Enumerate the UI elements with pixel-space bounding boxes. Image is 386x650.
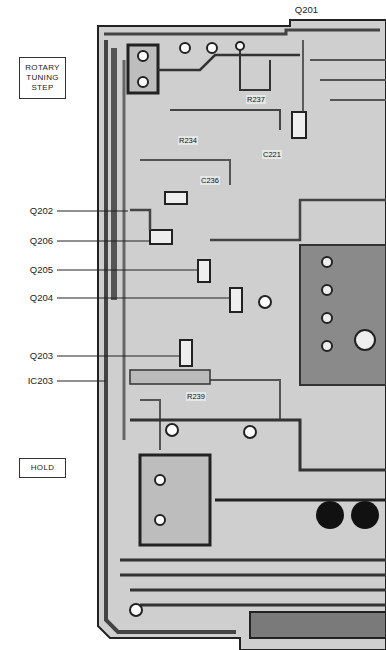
board-marking: R234: [178, 136, 198, 145]
part-reference: Q204: [10, 292, 53, 303]
board-marking: R239: [186, 392, 206, 401]
board-marking: C221: [262, 150, 282, 159]
part-reference: Q202: [10, 205, 53, 216]
part-reference: Q205: [10, 264, 53, 275]
part-reference: IC203: [10, 375, 53, 386]
panel-label: ROTARY TUNING STEP: [24, 63, 61, 93]
board-marking: C236: [200, 176, 220, 185]
board-marking: R237: [246, 95, 266, 104]
part-reference: Q201: [288, 4, 318, 15]
part-reference: Q206: [10, 235, 53, 246]
part-reference: Q203: [10, 350, 53, 361]
panel-label-box: ROTARY TUNING STEP: [19, 57, 66, 99]
panel-label: HOLD: [31, 463, 54, 473]
panel-label-box: HOLD: [19, 458, 66, 478]
